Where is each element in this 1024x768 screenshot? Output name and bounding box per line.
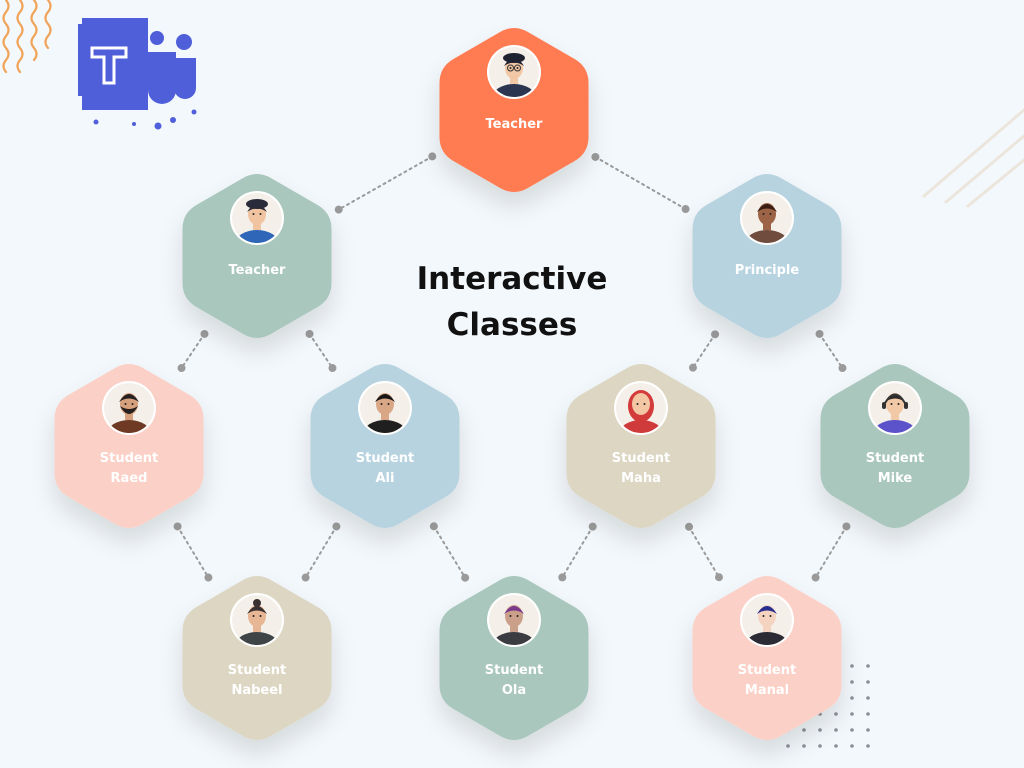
node-name-label: Manal (745, 683, 789, 698)
connector-endpoint-dot (173, 522, 182, 531)
avatar (102, 381, 156, 435)
connector-endpoint-dot (591, 152, 600, 161)
avatar (740, 191, 794, 245)
hexagon-shape (182, 174, 332, 338)
connector-endpoint-dot (461, 573, 470, 582)
connector-teacher-left-to-student-ali (305, 329, 337, 373)
node-name-label: Raed (111, 471, 148, 486)
connector-endpoint-dot (714, 573, 723, 582)
node-role-label: Student (356, 451, 414, 466)
connector-endpoint-dot (334, 205, 343, 214)
node-role-label: Student (612, 451, 670, 466)
connector-endpoint-dot (305, 329, 314, 338)
connector-endpoint-dot (428, 152, 437, 161)
hexagon-shape (439, 576, 589, 740)
connector-endpoint-dot (838, 364, 847, 373)
connector-teacher-left-to-student-raed (177, 329, 209, 373)
connector-endpoint-dot (711, 330, 720, 339)
hexagon-shape (820, 364, 970, 528)
node-name-label: Mike (878, 471, 913, 486)
hexagon-shape (182, 576, 332, 740)
hexagon-shape (692, 174, 842, 338)
diagram-title: Interactive Classes (392, 256, 632, 348)
avatar (487, 45, 541, 99)
node-name-label: Ali (376, 471, 395, 486)
wave-pattern-decoration (2, 0, 52, 74)
avatar (358, 381, 412, 435)
hexagon-shape (566, 364, 716, 528)
connector-teacher-top-to-principle (591, 152, 690, 214)
node-teacher-left: Teacher (182, 174, 332, 338)
hexagon-shape (692, 576, 842, 740)
node-role-label: Teacher (229, 263, 287, 278)
avatar (230, 191, 284, 245)
connector-principle-to-student-maha (688, 330, 720, 372)
connector-endpoint-dot (558, 573, 567, 582)
node-name-label: Nabeel (231, 683, 282, 698)
node-role-label: Teacher (486, 117, 544, 132)
node-teacher-top: Teacher (439, 28, 589, 192)
node-role-label: Student (485, 663, 543, 678)
avatar (487, 593, 541, 647)
connector-endpoint-dot (688, 363, 697, 372)
connector-student-maha-to-student-ola (558, 522, 597, 582)
connector-endpoint-dot (332, 522, 341, 531)
node-name-label: Ola (502, 683, 526, 698)
diagonal-lines-decoration (922, 108, 1024, 208)
connector-endpoint-dot (301, 573, 310, 582)
avatar (614, 381, 668, 435)
node-name-label: Maha (621, 471, 661, 486)
connector-teacher-top-to-teacher-left (334, 152, 437, 214)
hexagon-shape (439, 28, 589, 192)
connector-endpoint-dot (328, 364, 337, 373)
connector-endpoint-dot (177, 364, 186, 373)
connector-principle-to-student-mike (815, 329, 847, 373)
node-principle: Principle (692, 174, 842, 338)
connector-endpoint-dot (204, 573, 213, 582)
node-role-label: Student (866, 451, 924, 466)
node-role-label: Principle (735, 263, 800, 278)
title-line-1: Interactive (416, 261, 608, 297)
connector-endpoint-dot (200, 329, 209, 338)
microsoft-teams-logo-icon (78, 18, 197, 130)
connector-student-ali-to-student-nabeel (301, 522, 341, 582)
hexagon-shape (54, 364, 204, 528)
connector-endpoint-dot (685, 522, 694, 531)
avatar (740, 593, 794, 647)
connector-student-maha-to-student-manal (685, 522, 723, 582)
connector-student-mike-to-student-manal (811, 522, 851, 582)
connector-endpoint-dot (429, 522, 438, 531)
connector-endpoint-dot (681, 205, 690, 214)
connector-endpoint-dot (842, 522, 851, 531)
node-role-label: Student (100, 451, 158, 466)
hexagon-shape (310, 364, 460, 528)
node-role-label: Student (738, 663, 796, 678)
connector-endpoint-dot (815, 329, 824, 338)
connector-student-ali-to-student-ola (429, 522, 470, 582)
avatar (230, 593, 284, 647)
avatar (868, 381, 922, 435)
connector-endpoint-dot (811, 573, 820, 582)
title-line-2: Classes (446, 307, 578, 343)
node-role-label: Student (228, 663, 286, 678)
connector-endpoint-dot (588, 522, 597, 531)
connector-student-raed-to-student-nabeel (173, 522, 213, 582)
